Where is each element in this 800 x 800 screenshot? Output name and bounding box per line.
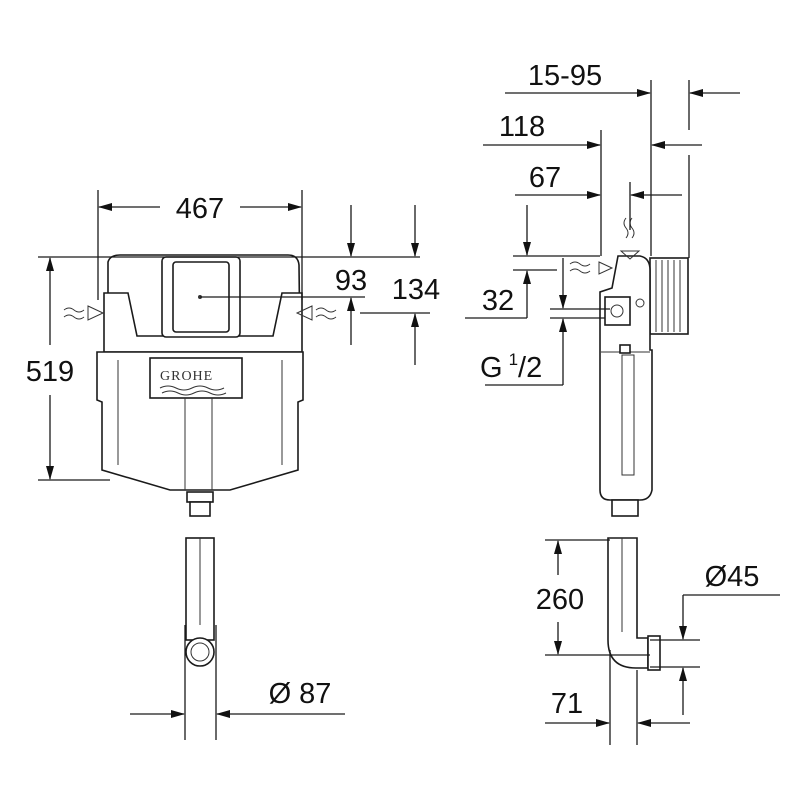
dimension-32: 32	[465, 205, 600, 319]
cistern-front-view: GROHE	[63, 254, 337, 517]
svg-text:G1/2: G1/2	[480, 350, 542, 384]
dimension-width: 467	[97, 190, 303, 300]
svg-text:134: 134	[392, 274, 440, 306]
dimension-67: 67	[515, 162, 682, 230]
svg-text:519: 519	[26, 356, 74, 388]
dimension-118: 118	[483, 111, 702, 258]
flush-pipe-side: 260 Ø45 71	[536, 537, 780, 745]
dimension-134: 134	[360, 205, 440, 365]
dimension-height: 519	[26, 256, 420, 481]
svg-text:260: 260	[536, 584, 584, 616]
svg-text:32: 32	[482, 285, 514, 317]
dimension-15-95: 15-95	[505, 60, 740, 256]
svg-text:93: 93	[335, 265, 367, 297]
svg-text:71: 71	[551, 688, 583, 720]
svg-text:15-95: 15-95	[528, 60, 602, 92]
svg-text:Ø 87: Ø 87	[269, 678, 332, 710]
grohe-logo: GROHE	[160, 369, 213, 384]
flush-pipe-front: Ø 87	[130, 537, 345, 740]
svg-text:118: 118	[499, 111, 545, 143]
dimension-93: 93	[200, 205, 367, 345]
svg-text:67: 67	[529, 162, 561, 194]
svg-text:Ø45: Ø45	[705, 561, 760, 593]
cistern-side-view	[569, 217, 689, 517]
svg-text:467: 467	[176, 193, 224, 225]
